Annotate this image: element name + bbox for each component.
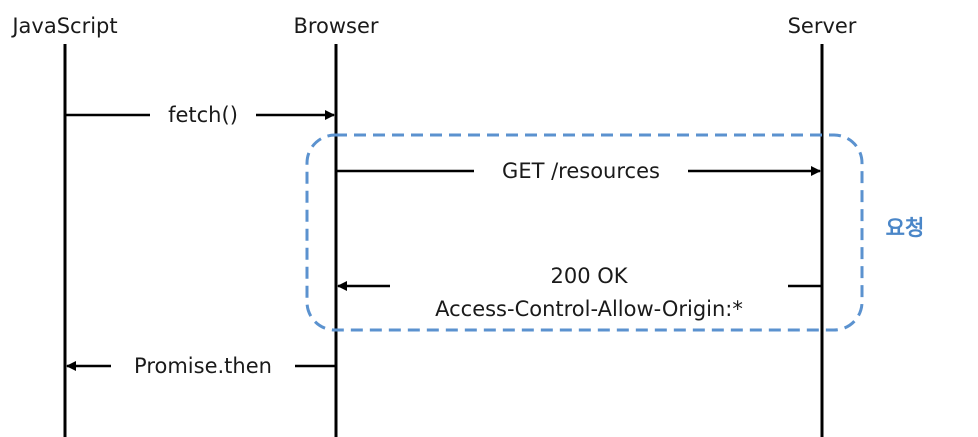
participant-javascript-label: JavaScript: [10, 14, 117, 38]
message-promise: Promise.then: [66, 351, 336, 381]
message-get-label: GET /resources: [502, 159, 660, 183]
message-fetch: fetch(): [65, 100, 335, 130]
message-ok-label-bg: [390, 262, 788, 324]
message-promise-label-bg: [111, 351, 295, 381]
participant-browser-label: Browser: [293, 14, 378, 38]
message-ok-status-label: 200 OK: [550, 264, 628, 288]
message-fetch-label-bg: [150, 100, 256, 130]
message-promise-label: Promise.then: [134, 354, 272, 378]
participant-server-label: Server: [788, 14, 857, 38]
message-get: GET /resources: [336, 156, 821, 186]
message-get-label-bg: [474, 156, 688, 186]
request-group-label: 요청: [886, 216, 925, 240]
message-ok: 200 OK Access-Control-Allow-Origin:*: [337, 262, 822, 324]
message-fetch-label: fetch(): [168, 103, 238, 127]
message-ok-header-label: Access-Control-Allow-Origin:*: [435, 297, 743, 321]
request-group-box: [305, 133, 864, 332]
